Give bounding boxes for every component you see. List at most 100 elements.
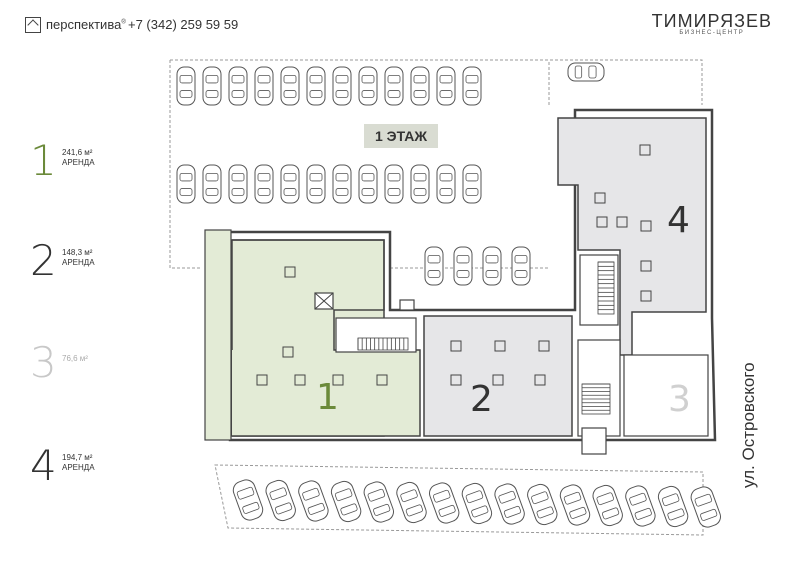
car-icon <box>280 164 300 204</box>
phone-number[interactable]: +7 (342) 259 59 59 <box>128 17 239 32</box>
car-icon <box>410 164 430 204</box>
street-name: ул. Островского <box>739 362 758 488</box>
car-icon <box>176 164 196 204</box>
legend-area: 241,6 м² <box>62 148 93 157</box>
unit-3-area[interactable] <box>623 354 709 437</box>
car-icon <box>410 66 430 106</box>
unit-1-annex[interactable] <box>204 229 232 441</box>
car-icon <box>358 164 378 204</box>
car-icon <box>657 485 689 528</box>
legend-number: 4 <box>30 441 57 490</box>
stairs-icon <box>357 337 409 351</box>
car-icon <box>462 66 482 106</box>
column-square <box>492 374 504 386</box>
car-icon <box>232 479 264 521</box>
legend-number: 3 <box>30 338 57 387</box>
unit-2-area[interactable] <box>423 315 573 437</box>
parking-cars <box>176 62 721 528</box>
car-icon <box>436 164 456 204</box>
stairwell <box>335 317 417 353</box>
legend-status: АРЕНДА <box>62 158 95 167</box>
parking-boundary-left <box>169 60 200 269</box>
car-icon <box>527 483 558 526</box>
column-square <box>640 290 652 302</box>
parking-boundary <box>170 59 703 105</box>
legend-area: 76,6 м² <box>62 354 88 363</box>
car-icon <box>254 66 274 106</box>
column-square <box>450 340 462 352</box>
legend-number: 2 <box>30 236 57 285</box>
column-square <box>640 220 652 232</box>
car-icon <box>436 66 456 106</box>
legend-area: 194,7 м² <box>62 453 93 462</box>
car-icon <box>424 246 444 286</box>
column-square <box>282 346 294 358</box>
legend-status: АРЕНДА <box>62 463 95 472</box>
column-square <box>450 374 462 386</box>
car-icon <box>228 66 248 106</box>
stairs-icon <box>597 261 615 315</box>
columns <box>256 144 652 386</box>
column-square <box>494 340 506 352</box>
car-icon <box>332 66 352 106</box>
car-icon <box>228 164 248 204</box>
brand-name: ТИМИРЯЗЕВ <box>651 11 772 31</box>
entrance-porch <box>581 427 607 455</box>
car-icon <box>567 62 605 82</box>
car-icon <box>332 164 352 204</box>
unit-4-label[interactable]: 4 <box>667 200 690 241</box>
logo-square-icon <box>25 17 41 33</box>
car-icon <box>265 479 296 522</box>
car-icon <box>429 482 460 524</box>
column-square <box>294 374 306 386</box>
car-icon <box>461 482 493 525</box>
car-icon <box>482 246 502 286</box>
column-square <box>596 216 608 228</box>
column <box>399 299 415 311</box>
car-icon <box>202 66 222 106</box>
unit-1-walls <box>232 239 421 437</box>
car-icon <box>592 484 623 527</box>
car-icon <box>254 164 274 204</box>
stairs-icon <box>581 383 611 415</box>
column-square <box>538 340 550 352</box>
column-square <box>534 374 546 386</box>
brand-subtitle: БИЗНЕС-ЦЕНТР <box>679 30 745 36</box>
logo-text: перспектива® <box>46 17 126 32</box>
legend-area: 148,3 м² <box>62 248 93 257</box>
car-icon <box>306 164 326 204</box>
unit-1-lower[interactable] <box>232 350 420 436</box>
car-icon <box>396 481 427 524</box>
car-icon <box>462 164 482 204</box>
column-square <box>594 192 606 204</box>
car-icon <box>494 483 525 525</box>
car-icon <box>625 485 656 527</box>
brand-logo: ТИМИРЯЗЕВ БИЗНЕС-ЦЕНТР <box>652 11 772 36</box>
car-icon <box>280 66 300 106</box>
car-icon <box>358 66 378 106</box>
column-square <box>639 144 651 156</box>
column-square <box>616 216 628 228</box>
column-square <box>284 266 296 278</box>
car-icon <box>363 481 394 523</box>
car-icon <box>298 480 329 522</box>
car-icon <box>511 246 531 286</box>
column-square <box>640 260 652 272</box>
column-square <box>332 374 344 386</box>
car-icon <box>559 484 591 526</box>
legend-status: АРЕНДА <box>62 258 95 267</box>
column-square <box>376 374 388 386</box>
car-icon <box>384 164 404 204</box>
floor-label: 1 ЭТАЖ <box>364 124 438 148</box>
car-icon <box>202 164 222 204</box>
legend-number: 1 <box>30 136 57 185</box>
stair-core <box>579 254 619 326</box>
unit-1-label[interactable]: 1 <box>316 377 339 418</box>
street-parking-boundary <box>214 464 704 536</box>
header: перспектива® +7 (342) 259 59 59 ТИМИРЯЗЕ… <box>0 0 800 50</box>
unit-2-label[interactable]: 2 <box>470 379 493 420</box>
unit-3-label[interactable]: 3 <box>668 379 691 420</box>
car-icon <box>330 480 362 523</box>
car-icon <box>690 486 721 528</box>
